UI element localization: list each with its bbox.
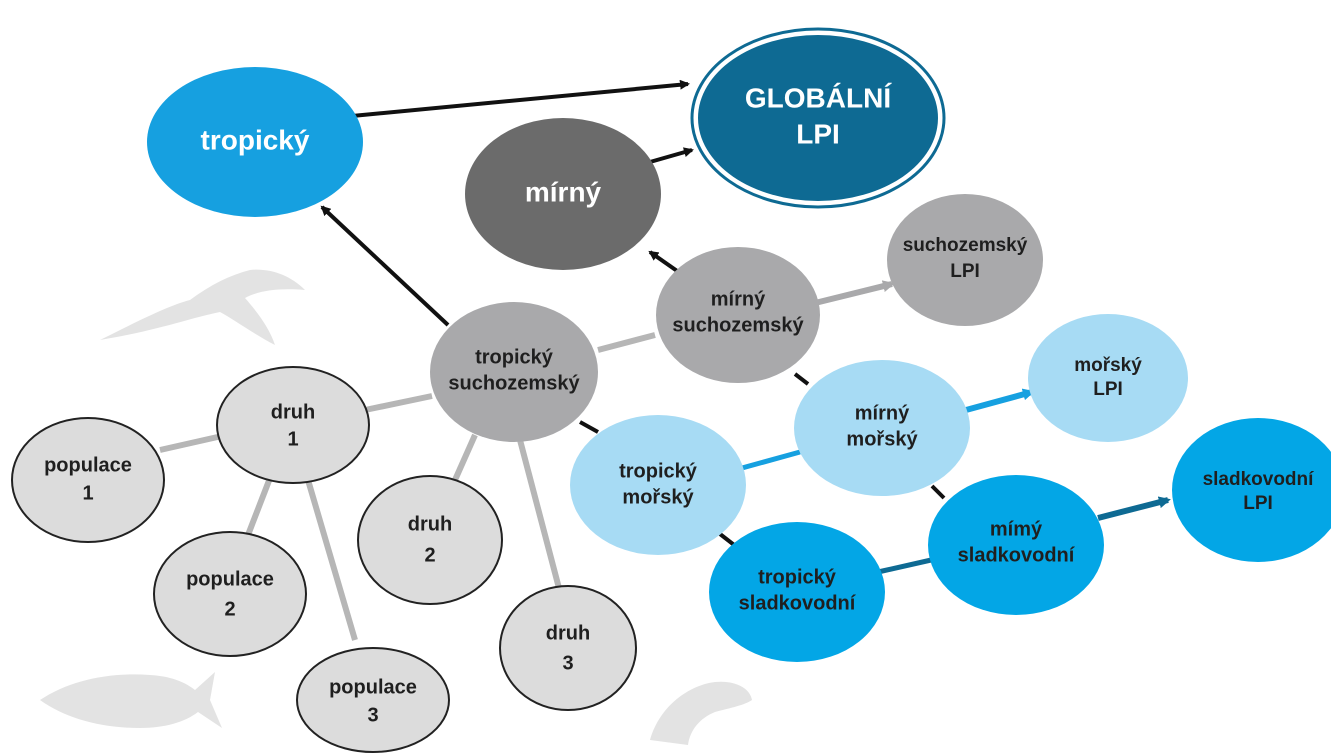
tropicky-sladkovodni-line1: tropický <box>758 566 837 588</box>
tropicky-morsky-line1: tropický <box>619 460 698 482</box>
mirny-suchozemsky-line1: mírný <box>711 288 766 310</box>
node-tropicky: tropický <box>147 67 363 217</box>
mirny-sladkovodni-line1: mímý <box>990 518 1043 540</box>
tropicky-suchozemsky-line2: suchozemský <box>448 372 580 394</box>
node-sladkovodni-lpi: sladkovodní LPI <box>1172 418 1331 562</box>
global-line2: LPI <box>796 118 840 149</box>
suchozemsky-lpi-line1: suchozemský <box>903 235 1028 256</box>
populace3-line1: populace <box>329 676 417 698</box>
node-morsky-lpi: mořský LPI <box>1028 314 1188 442</box>
tropicky-morsky-line2: mořský <box>622 486 694 508</box>
node-druh-1: druh 1 <box>216 366 370 484</box>
global-line1: GLOBÁLNÍ <box>745 82 892 113</box>
bird-silhouette-icon <box>100 269 305 345</box>
sladkovodni-lpi-line1: sladkovodní <box>1203 469 1315 490</box>
node-mirny-morsky: mírný mořský <box>794 360 970 496</box>
otter-silhouette-icon <box>650 681 752 745</box>
connectors-grey <box>159 332 656 641</box>
druh2-line1: druh <box>408 513 452 535</box>
fish-silhouette-icon <box>40 672 222 728</box>
mirny-morsky-line1: mírný <box>855 402 910 424</box>
mirny-suchozemsky-line2: suchozemský <box>672 314 804 336</box>
node-mirny-sladkovodni: mímý sladkovodní <box>928 475 1104 615</box>
suchozemsky-lpi-line2: LPI <box>950 261 980 282</box>
populace1-line2: 1 <box>82 482 93 504</box>
node-mirny-suchozemsky: mírný suchozemský <box>656 247 820 383</box>
morsky-lpi-line2: LPI <box>1093 379 1123 400</box>
node-suchozemsky-lpi: suchozemský LPI <box>887 194 1043 326</box>
druh3-line2: 3 <box>562 652 573 674</box>
node-tropicky-morsky: tropický mořský <box>570 415 746 555</box>
druh3-line1: druh <box>546 622 590 644</box>
mirny-sladkovodni-line2: sladkovodní <box>958 544 1076 566</box>
node-druh-3: druh 3 <box>499 585 637 711</box>
populace1-line1: populace <box>44 454 132 476</box>
node-tropicky-suchozemsky: tropický suchozemský <box>430 302 598 442</box>
mirny-morsky-line2: mořský <box>846 428 918 450</box>
populace2-line2: 2 <box>224 598 235 620</box>
node-populace-1: populace 1 <box>11 417 165 543</box>
druh1-line2: 1 <box>287 428 298 450</box>
node-druh-2: druh 2 <box>357 475 503 605</box>
druh2-line2: 2 <box>424 544 435 566</box>
tropicky-suchozemsky-line1: tropický <box>475 346 554 368</box>
populace2-line1: populace <box>186 568 274 590</box>
tropicky-label: tropický <box>201 124 310 155</box>
tropicky-sladkovodni-line2: sladkovodní <box>739 592 857 614</box>
node-populace-3: populace 3 <box>296 647 450 753</box>
populace3-line2: 3 <box>367 704 378 726</box>
node-tropicky-sladkovodni: tropický sladkovodní <box>709 522 885 662</box>
sladkovodni-lpi-line2: LPI <box>1243 493 1273 514</box>
mirny-label: mírný <box>525 176 602 207</box>
node-global-lpi: GLOBÁLNÍ LPI <box>690 27 946 209</box>
druh1-line1: druh <box>271 401 315 423</box>
morsky-lpi-line1: mořský <box>1074 355 1142 376</box>
node-mirny: mírný <box>465 118 661 270</box>
node-populace-2: populace 2 <box>153 531 307 657</box>
